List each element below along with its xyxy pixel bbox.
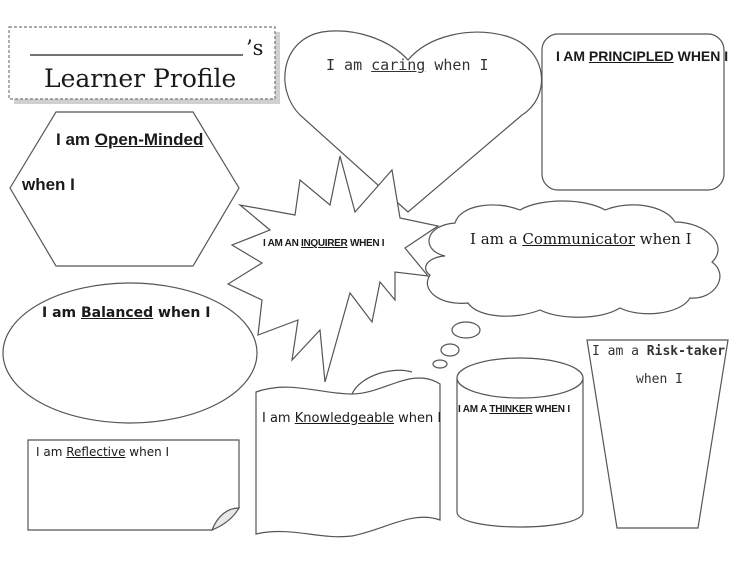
scroll-shape: [255, 377, 441, 538]
page-title: Learner Profile: [44, 64, 237, 93]
thinker-label: I AM A THINKER WHEN I: [458, 404, 570, 415]
sticky-note-curl: [210, 507, 241, 532]
starburst-shape: [226, 155, 440, 383]
communicator-label: I am a Communicator when I: [470, 230, 692, 248]
title-possessive: ’s: [246, 36, 264, 60]
oval-shape: [2, 282, 258, 424]
caring-label: I am caring when I: [326, 56, 489, 74]
cylinder-body: [456, 378, 584, 528]
cloud-shape: [425, 200, 721, 318]
heart-shape: [284, 30, 543, 213]
reflective-label: I am Reflective when I: [36, 445, 170, 459]
scroll-fold: [351, 369, 413, 395]
knowledgeable-label: I am Knowledgeable when I: [262, 411, 442, 426]
principled-box: [541, 33, 725, 191]
balanced-label: I am Balanced when I: [42, 305, 211, 321]
open-minded-when: when I: [22, 175, 75, 194]
trapezoid-shape: [586, 339, 729, 529]
cloud-bubble-medium: [440, 343, 460, 357]
hexagon-shape: [9, 111, 240, 267]
cloud-bubble-small: [432, 359, 448, 369]
cylinder-top: [456, 357, 584, 399]
risk-taker-label: I am a Risk-taker: [592, 344, 726, 359]
risk-taker-when: when I: [636, 372, 683, 387]
open-minded-label: I am Open-Minded: [56, 130, 204, 149]
cloud-bubble-large: [451, 321, 481, 339]
principled-label: I AM PRINCIPLED WHEN I: [556, 48, 729, 64]
inquirer-label: I AM AN INQUIRER WHEN I: [263, 238, 385, 249]
title-box: [8, 26, 276, 100]
